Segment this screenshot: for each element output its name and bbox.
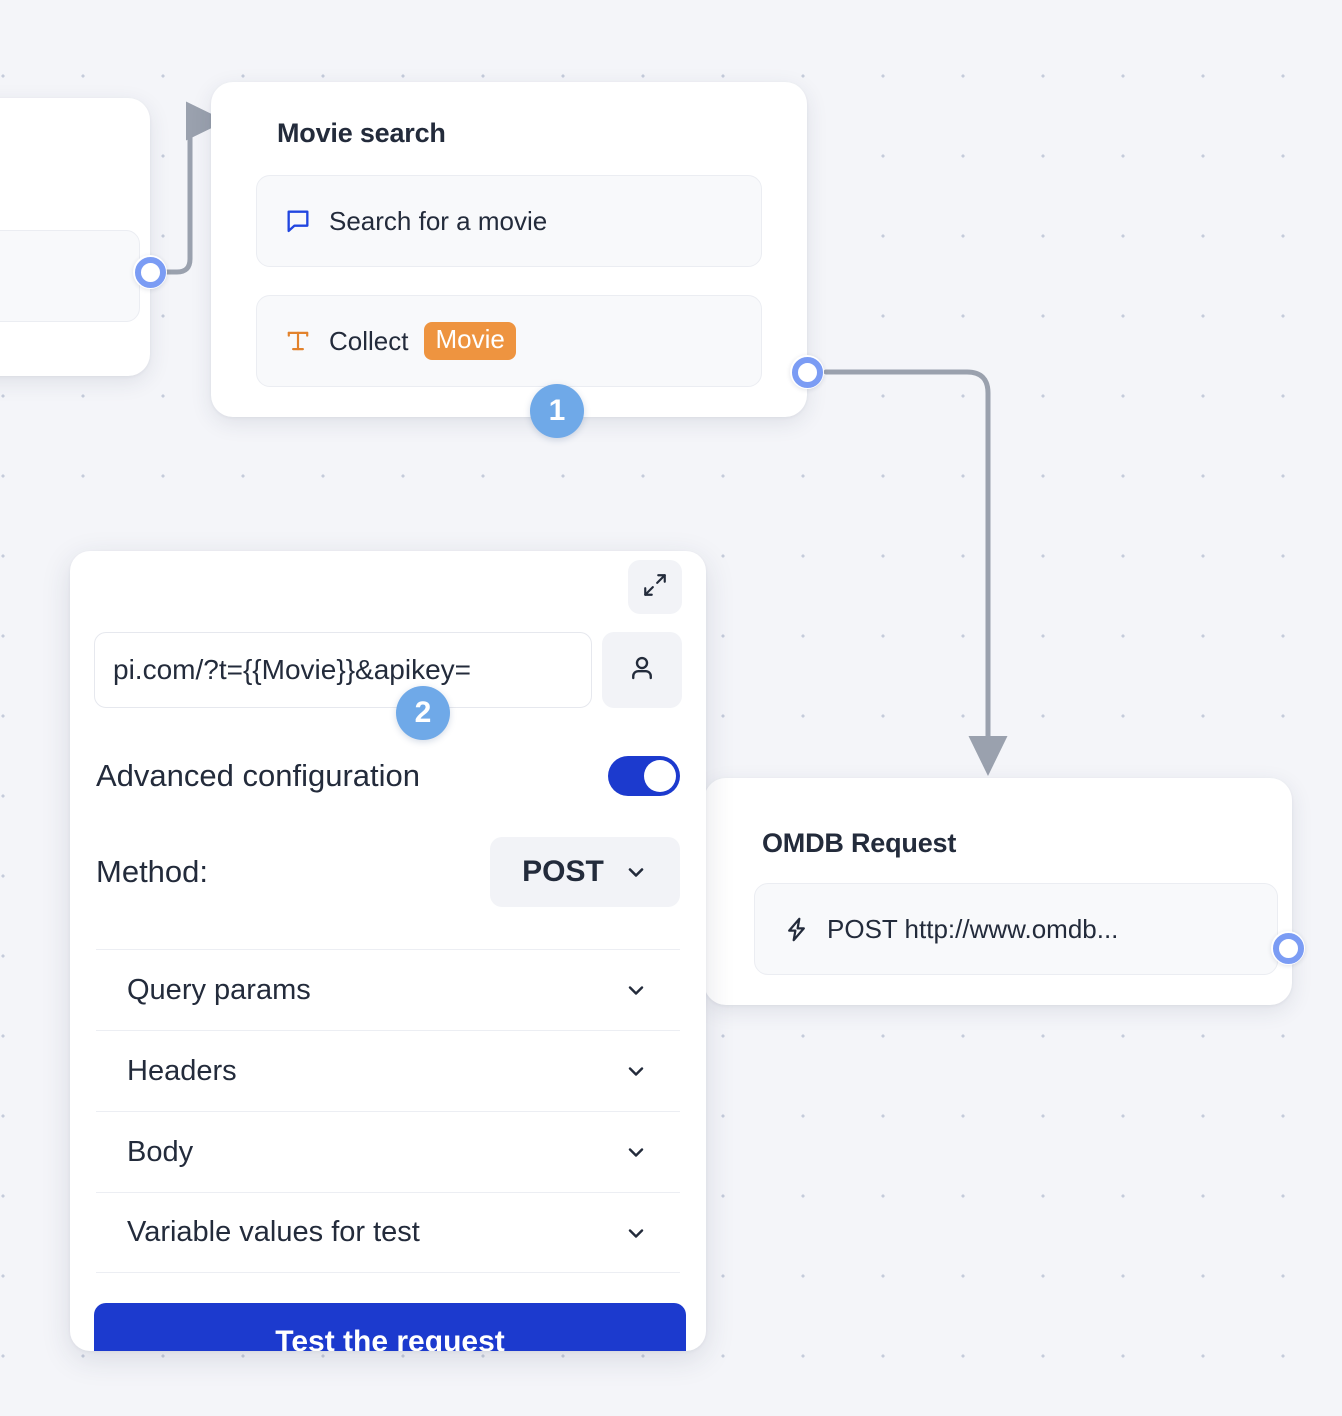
node-row-search-for-a-movie[interactable]: Search for a movie xyxy=(256,175,762,267)
step-badge-2: 2 xyxy=(396,686,450,740)
node-card-omdb-request[interactable]: OMDB Request POST http://www.omdb... xyxy=(704,778,1292,1005)
port-partial-output[interactable] xyxy=(133,255,167,289)
node-row-label: Search for a movie xyxy=(329,205,548,236)
chevron-down-icon xyxy=(624,1140,648,1164)
node-card-movie-search[interactable]: Movie search Search for a movie xyxy=(211,82,807,417)
advanced-configuration-label: Advanced configuration xyxy=(96,758,421,793)
config-accordion: Query params Headers Body xyxy=(94,949,682,1273)
chevron-down-icon xyxy=(624,860,648,884)
node-row-label: Collect xyxy=(329,325,409,356)
node-card-partial[interactable] xyxy=(0,98,150,376)
wire-movie-search-to-omdb xyxy=(823,369,1008,777)
lightning-bolt-icon xyxy=(781,916,811,943)
toggle-knob xyxy=(644,760,676,792)
accordion-label: Variable values for test xyxy=(127,1216,420,1248)
url-row xyxy=(94,632,682,708)
url-input[interactable] xyxy=(94,632,592,708)
test-the-request-button[interactable]: Test the request xyxy=(94,1303,686,1351)
node-row-post-request[interactable]: POST http://www.omdb... xyxy=(754,883,1278,975)
node-row-partial[interactable] xyxy=(0,230,140,322)
accordion-item-variable-values-for-test[interactable]: Variable values for test xyxy=(96,1192,680,1273)
port-omdb-output[interactable] xyxy=(1271,931,1305,965)
chevron-down-icon xyxy=(624,1221,648,1245)
speech-bubble-icon xyxy=(283,207,313,235)
accordion-label: Query params xyxy=(127,973,311,1006)
method-row: Method: POST xyxy=(94,837,682,907)
request-config-panel[interactable]: Advanced configuration Method: POST Quer… xyxy=(70,551,706,1351)
accordion-item-body[interactable]: Body xyxy=(96,1111,680,1192)
select-variable-button[interactable] xyxy=(602,632,682,708)
text-t-icon xyxy=(283,328,313,354)
expand-diagonal-icon xyxy=(642,572,668,603)
expand-panel-button[interactable] xyxy=(628,560,682,614)
node-row-label: POST http://www.omdb... xyxy=(827,913,1119,944)
variable-chip-movie[interactable]: Movie xyxy=(424,322,516,360)
advanced-configuration-toggle[interactable] xyxy=(608,756,680,796)
method-label: Method: xyxy=(96,854,209,889)
method-dropdown[interactable]: POST xyxy=(490,837,680,907)
node-row-collect-movie[interactable]: Collect Movie xyxy=(256,295,762,387)
chevron-down-icon xyxy=(624,978,648,1002)
wire-partial-to-movie-search xyxy=(164,101,227,275)
port-movie-search-output[interactable] xyxy=(790,355,824,389)
node-title-omdb-request: OMDB Request xyxy=(762,828,957,858)
accordion-item-headers[interactable]: Headers xyxy=(96,1030,680,1111)
advanced-configuration-row: Advanced configuration xyxy=(94,756,682,796)
method-value: POST xyxy=(522,855,604,888)
node-title-movie-search: Movie search xyxy=(277,118,446,148)
chevron-down-icon xyxy=(624,1059,648,1083)
person-icon xyxy=(627,653,657,688)
accordion-label: Body xyxy=(127,1135,194,1168)
accordion-label: Headers xyxy=(127,1054,237,1087)
step-badge-1: 1 xyxy=(530,384,584,438)
accordion-item-query-params[interactable]: Query params xyxy=(96,949,680,1030)
